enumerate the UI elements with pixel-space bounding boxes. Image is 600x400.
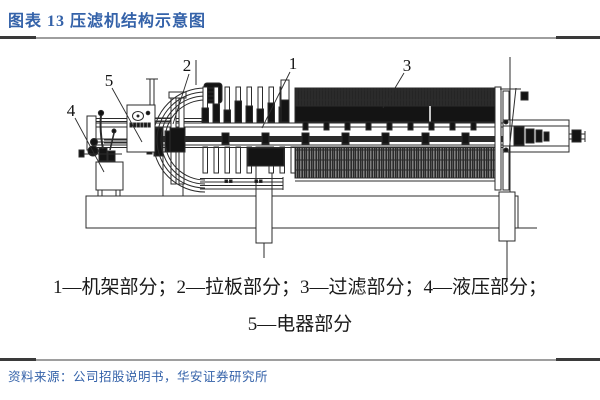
top-rule-dark-right (556, 36, 600, 39)
part-label-3: 3 (403, 56, 412, 75)
spread-plates (201, 86, 286, 123)
base-frame (85, 146, 537, 282)
source-note: 资料来源：公司招股说明书，华安证券研究所 (8, 370, 269, 384)
part-label-1: 1 (289, 54, 298, 73)
parts-legend: 1—机架部分；2—拉板部分；3—过滤部分；4—液压部分； 5—电器部分 (0, 276, 600, 334)
pull-plate-mechanism (146, 60, 223, 193)
end-plate-assembly (494, 57, 586, 192)
feed-pipes (200, 177, 284, 190)
bottom-rule-line (0, 359, 600, 361)
figure-title: 图表 13 压滤机结构示意图 (8, 13, 207, 30)
bottom-rule (0, 358, 600, 361)
parts-legend-line-1: 1—机架部分；2—拉板部分；3—过滤部分；4—液压部分； (52, 277, 547, 298)
filter-press-diagram: 1 2 3 4 5 (67, 54, 586, 282)
filter-plate-pack (280, 79, 498, 131)
top-rule-line (0, 37, 600, 39)
parts-legend-line-2: 5—电器部分 (247, 314, 353, 335)
control-box (104, 104, 171, 153)
bottom-rule-dark-left (0, 358, 36, 361)
bottom-rule-dark-right (556, 358, 600, 361)
leader-lines (74, 71, 405, 173)
lower-filter-plates (202, 146, 498, 182)
part-label-2: 2 (183, 56, 192, 75)
hydraulic-pump (78, 109, 124, 197)
top-rule-dark-left (0, 36, 36, 39)
part-label-5: 5 (105, 71, 114, 90)
top-rule (0, 36, 600, 39)
part-label-4: 4 (67, 101, 76, 120)
